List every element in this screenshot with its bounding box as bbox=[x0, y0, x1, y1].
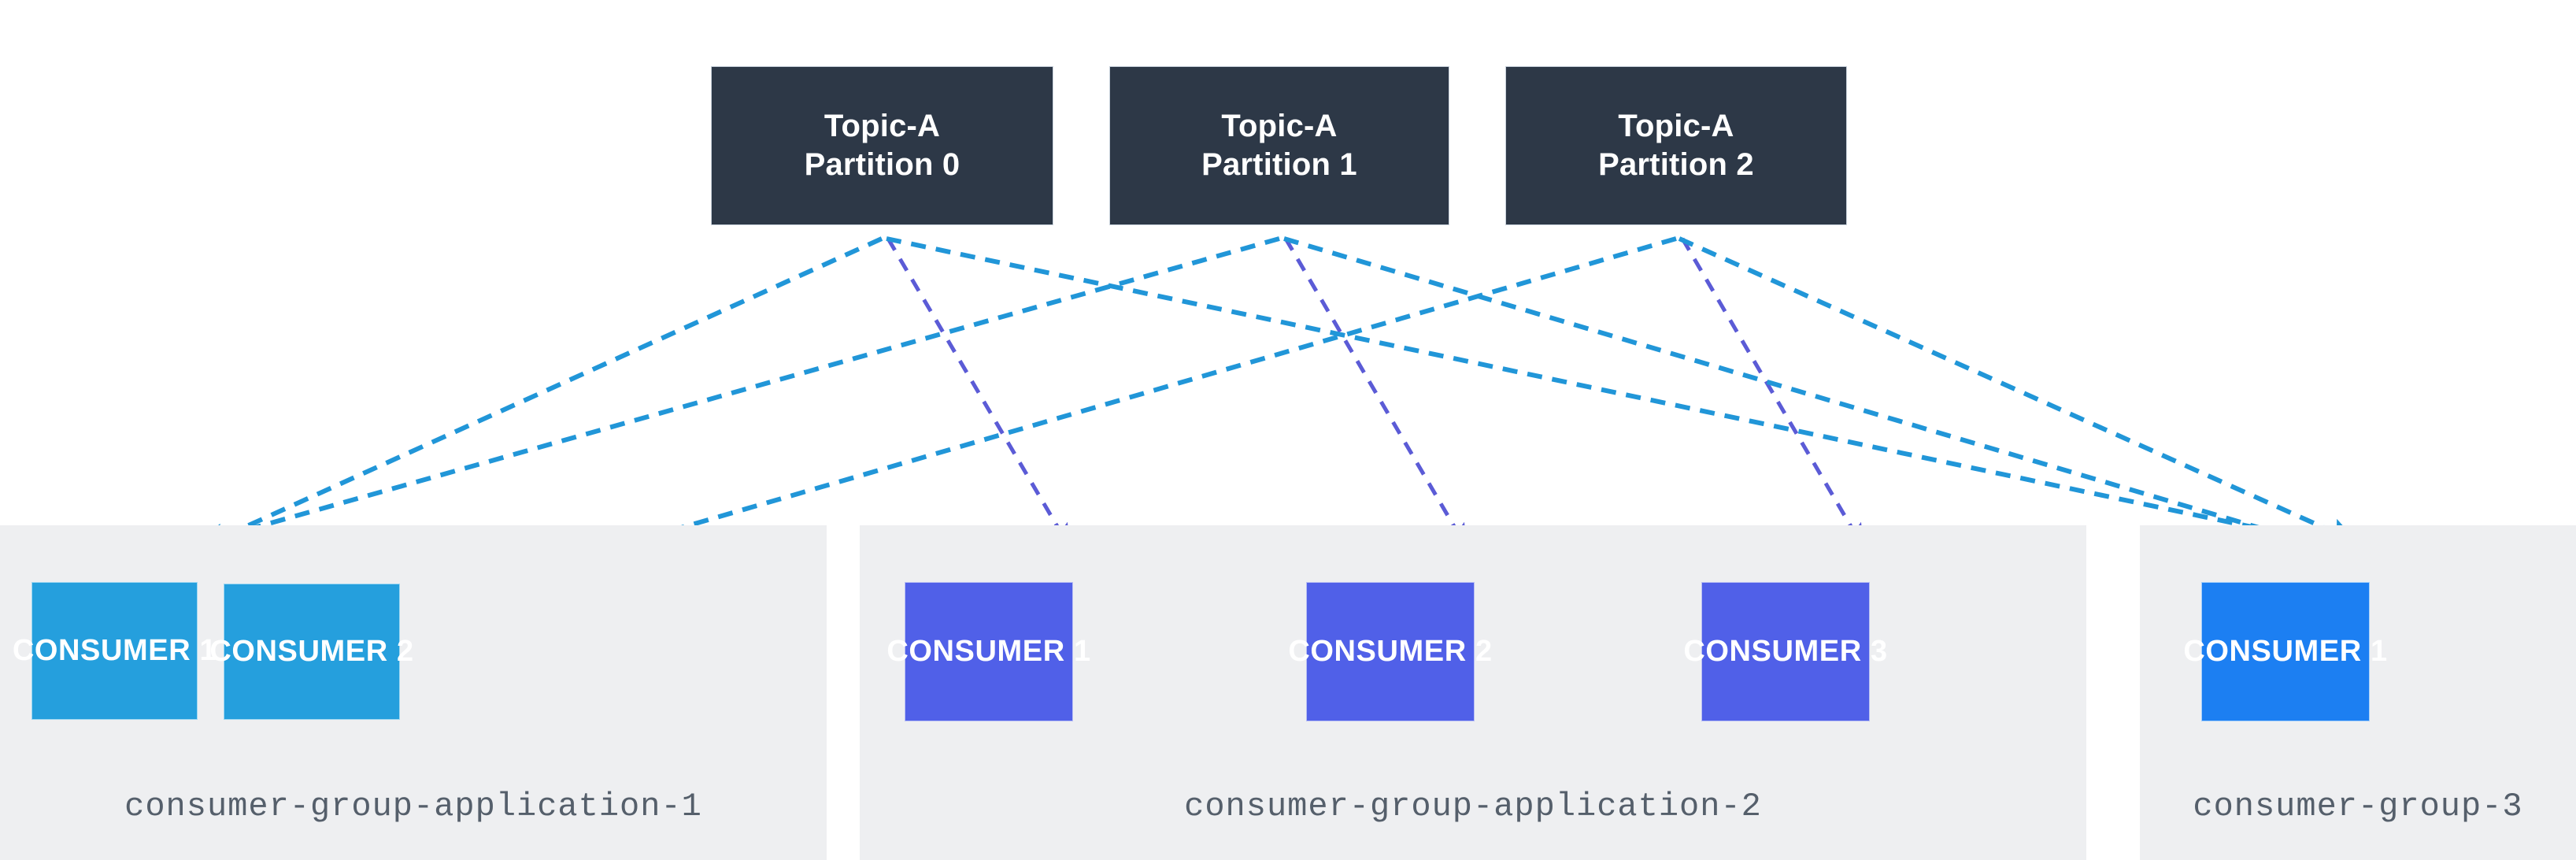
connection-p1-to-g3c1 bbox=[1283, 236, 2353, 560]
partition-topic-label: Topic-A bbox=[824, 109, 941, 144]
consumer-box-g3-c1[interactable]: CONSUMER 1 bbox=[2183, 583, 2387, 721]
connection-p0-to-g3c1 bbox=[886, 236, 2356, 556]
connection-p1-to-g1c1 bbox=[194, 236, 1280, 550]
partition-index-label: Partition 0 bbox=[804, 147, 960, 182]
partition-topic-label: Topic-A bbox=[1221, 109, 1338, 144]
partition-box-1[interactable]: Topic-A Partition 1 bbox=[1110, 67, 1449, 224]
consumer-box-g2-c1[interactable]: CONSUMER 1 bbox=[886, 583, 1090, 721]
connection-p1-to-g2c2 bbox=[1283, 237, 1468, 550]
partition-box-2[interactable]: Topic-A Partition 2 bbox=[1506, 67, 1846, 224]
connection-p0-to-g2c1 bbox=[886, 237, 1071, 550]
consumer-group-name-2: consumer-group-application-2 bbox=[1184, 788, 1762, 825]
consumer-group-name-3: consumer-group-3 bbox=[2193, 788, 2523, 825]
connection-p0-to-g1c1 bbox=[187, 236, 883, 554]
consumer-group-name-1: consumer-group-application-1 bbox=[124, 788, 702, 825]
partition-box-0[interactable]: Topic-A Partition 0 bbox=[712, 67, 1053, 224]
partition-index-label: Partition 1 bbox=[1201, 147, 1357, 182]
connection-p2-to-g1c2 bbox=[596, 236, 1677, 557]
connection-p2-to-g2c3 bbox=[1680, 237, 1865, 550]
consumer-box-g1-c2[interactable]: CONSUMER 2 bbox=[209, 584, 413, 719]
partition-topic-label: Topic-A bbox=[1618, 109, 1734, 144]
consumer-box-g2-c3[interactable]: CONSUMER 3 bbox=[1683, 583, 1887, 721]
consumer-box-g1-c1[interactable]: CONSUMER 1 bbox=[13, 583, 217, 719]
partition-index-label: Partition 2 bbox=[1598, 147, 1754, 182]
connection-p2-to-g3c1 bbox=[1678, 236, 2359, 544]
consumer-box-g2-c2[interactable]: CONSUMER 2 bbox=[1288, 583, 1492, 721]
